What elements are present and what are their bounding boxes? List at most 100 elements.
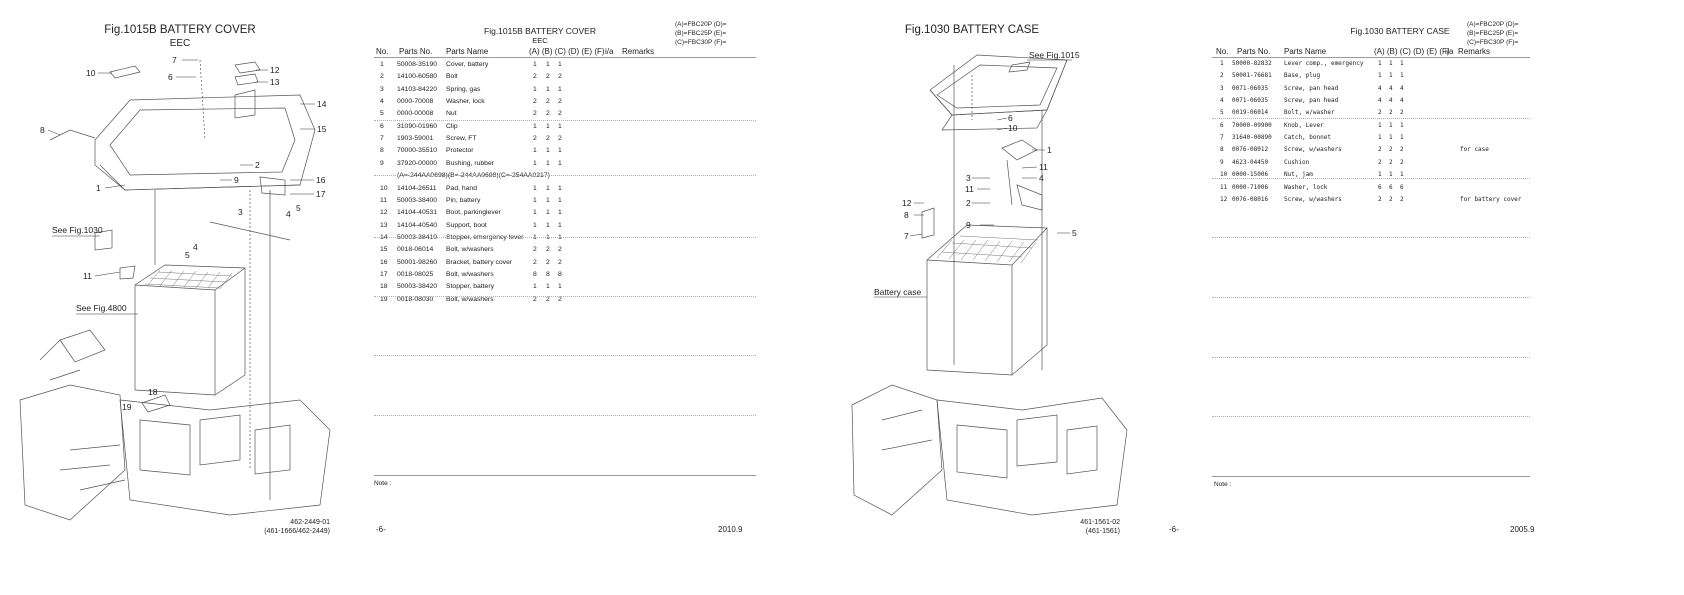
header-no: No. xyxy=(376,47,389,56)
cell-qty-b: 1 xyxy=(546,147,550,155)
battery-cover-exploded-diagram: 7 10 6 12 13 14 15 8 1 2 9 16 17 3 5 4 4… xyxy=(19,55,331,521)
cell-parts-name: Spring, gas xyxy=(446,85,481,93)
cell-parts-name: Bracket, battery cover xyxy=(446,258,513,266)
cell-item-no: 4 xyxy=(1220,97,1224,105)
callout-1: 1 xyxy=(96,183,101,193)
cell-qty-a: 6 xyxy=(1378,183,1382,191)
callout-11b: 11 xyxy=(965,184,974,194)
cell-qty-a: 2 xyxy=(533,98,537,106)
cell-qty-c: 1 xyxy=(1400,72,1404,80)
cell-parts-no: 0076-08012 xyxy=(1232,146,1269,154)
cell-item-no: 1 xyxy=(1220,60,1224,67)
cell-parts-no: 1903-59001 xyxy=(397,135,434,143)
cell-parts-name: Screw, FT xyxy=(446,135,477,143)
ref-see-fig-1015: See Fig.1015 xyxy=(1029,50,1080,60)
cell-qty-a: 1 xyxy=(1378,72,1382,80)
callout-13: 13 xyxy=(270,77,280,87)
cell-parts-no: 4623-04450 xyxy=(1232,158,1269,166)
cell-qty-c: 1 xyxy=(558,233,562,241)
callout-16: 16 xyxy=(316,175,326,185)
cell-item-no: 8 xyxy=(380,147,384,155)
cell-parts-no: 0071-06035 xyxy=(1232,97,1269,105)
callout-17: 17 xyxy=(316,189,326,199)
header-remarks: Remarks xyxy=(1458,47,1491,56)
header-ia: i/a xyxy=(605,47,614,56)
callout-7: 7 xyxy=(904,231,909,241)
document-number: 461-1561-02 (461-1561) xyxy=(1032,518,1120,536)
cell-parts-name: Bolt, w/washers xyxy=(446,246,494,254)
cell-qty-c: 4 xyxy=(1400,84,1404,92)
cell-qty-c: 2 xyxy=(558,295,562,303)
cell-parts-no: 14104-26511 xyxy=(397,184,437,192)
cell-qty-c: 1 xyxy=(558,221,562,229)
cell-qty-a: 1 xyxy=(533,85,537,93)
cell-parts-name: Clip xyxy=(446,122,458,130)
table-row: (A=-244AA0698)(B=-244AA0698)(C=-254AA021… xyxy=(376,170,756,183)
cell-qty-a: 8 xyxy=(533,270,537,278)
cell-item-no: 15 xyxy=(380,246,388,254)
cell-qty-c: 2 xyxy=(558,258,562,266)
cell-item-no: 10 xyxy=(1220,171,1228,179)
cell-qty-a: 1 xyxy=(533,159,537,167)
cell-parts-name: Protector xyxy=(446,147,474,155)
figure-subtitle: EEC xyxy=(169,38,191,49)
cell-parts-no: 0000-71006 xyxy=(1232,183,1269,191)
cell-qty-c: 1 xyxy=(558,159,562,167)
cell-parts-name: Stopper, emergency lever xyxy=(446,233,524,241)
callout-9: 9 xyxy=(234,175,239,185)
cell-qty-c: 1 xyxy=(558,147,562,155)
group-divider xyxy=(1212,178,1530,179)
callout-7: 7 xyxy=(172,55,177,65)
cell-qty-b: 1 xyxy=(546,233,550,241)
cell-parts-no: 0018-08030 xyxy=(397,295,434,303)
table-title: Fig.1015B BATTERY COVER EEC xyxy=(440,26,640,45)
cell-parts-name: Base, plug xyxy=(1284,72,1321,80)
cell-parts-no: 0000-70008 xyxy=(397,98,434,106)
cell-qty-c: 2 xyxy=(558,110,562,118)
cell-parts-name: Bolt, w/washers xyxy=(446,295,494,303)
cell-qty-c: 2 xyxy=(1400,195,1404,203)
cell-qty-b: 2 xyxy=(546,98,550,106)
cell-parts-no: 37920-00000 xyxy=(397,159,438,167)
callout-18: 18 xyxy=(148,387,158,397)
cell-item-no: 7 xyxy=(1220,134,1224,142)
cell-qty-b: 2 xyxy=(1389,146,1393,154)
header-parts-no: Parts No. xyxy=(1237,47,1271,56)
group-divider xyxy=(1212,297,1530,298)
cell-qty-a: 2 xyxy=(1378,195,1382,203)
cell-parts-no: (A=-244AA0698)(B=-244AA0698)(C=-254AA021… xyxy=(397,172,550,180)
cell-qty-b: 1 xyxy=(546,61,550,68)
cell-parts-no: 14100-60580 xyxy=(397,73,438,81)
cell-parts-no: 50003-38400 xyxy=(397,196,438,204)
callout-5b: 5 xyxy=(296,203,301,213)
header-model-columns: (A) (B) (C) (D) (E) (F) xyxy=(529,47,605,56)
cell-qty-a: 1 xyxy=(1378,171,1382,179)
cell-qty-c: 1 xyxy=(558,85,562,93)
callout-12: 12 xyxy=(902,198,912,208)
page-number: -6- xyxy=(376,525,386,534)
callout-10: 10 xyxy=(86,68,96,78)
group-divider xyxy=(374,175,756,176)
model-legend: (A)=FBC20P (D)= (B)=FBC25P (E)= (C)=FBC3… xyxy=(1467,20,1519,47)
cell-qty-b: 1 xyxy=(546,122,550,130)
cell-item-no: 9 xyxy=(380,159,384,167)
cell-qty-c: 2 xyxy=(558,135,562,143)
cell-item-no: 6 xyxy=(1220,121,1224,129)
header-ia: i/a xyxy=(1445,47,1454,56)
cell-parts-name: Bolt, w/washer xyxy=(1284,109,1335,117)
cell-qty-a: 1 xyxy=(1378,121,1382,129)
figure-title: Fig.1030 BATTERY CASE xyxy=(904,24,1040,36)
cell-qty-b: 1 xyxy=(546,196,550,204)
callout-6: 6 xyxy=(168,72,173,82)
cell-qty-a: 1 xyxy=(533,283,537,291)
cell-qty-b: 2 xyxy=(546,258,550,266)
group-divider xyxy=(1212,416,1530,417)
cell-item-no: 7 xyxy=(380,135,384,143)
cell-qty-b: 1 xyxy=(546,159,550,167)
